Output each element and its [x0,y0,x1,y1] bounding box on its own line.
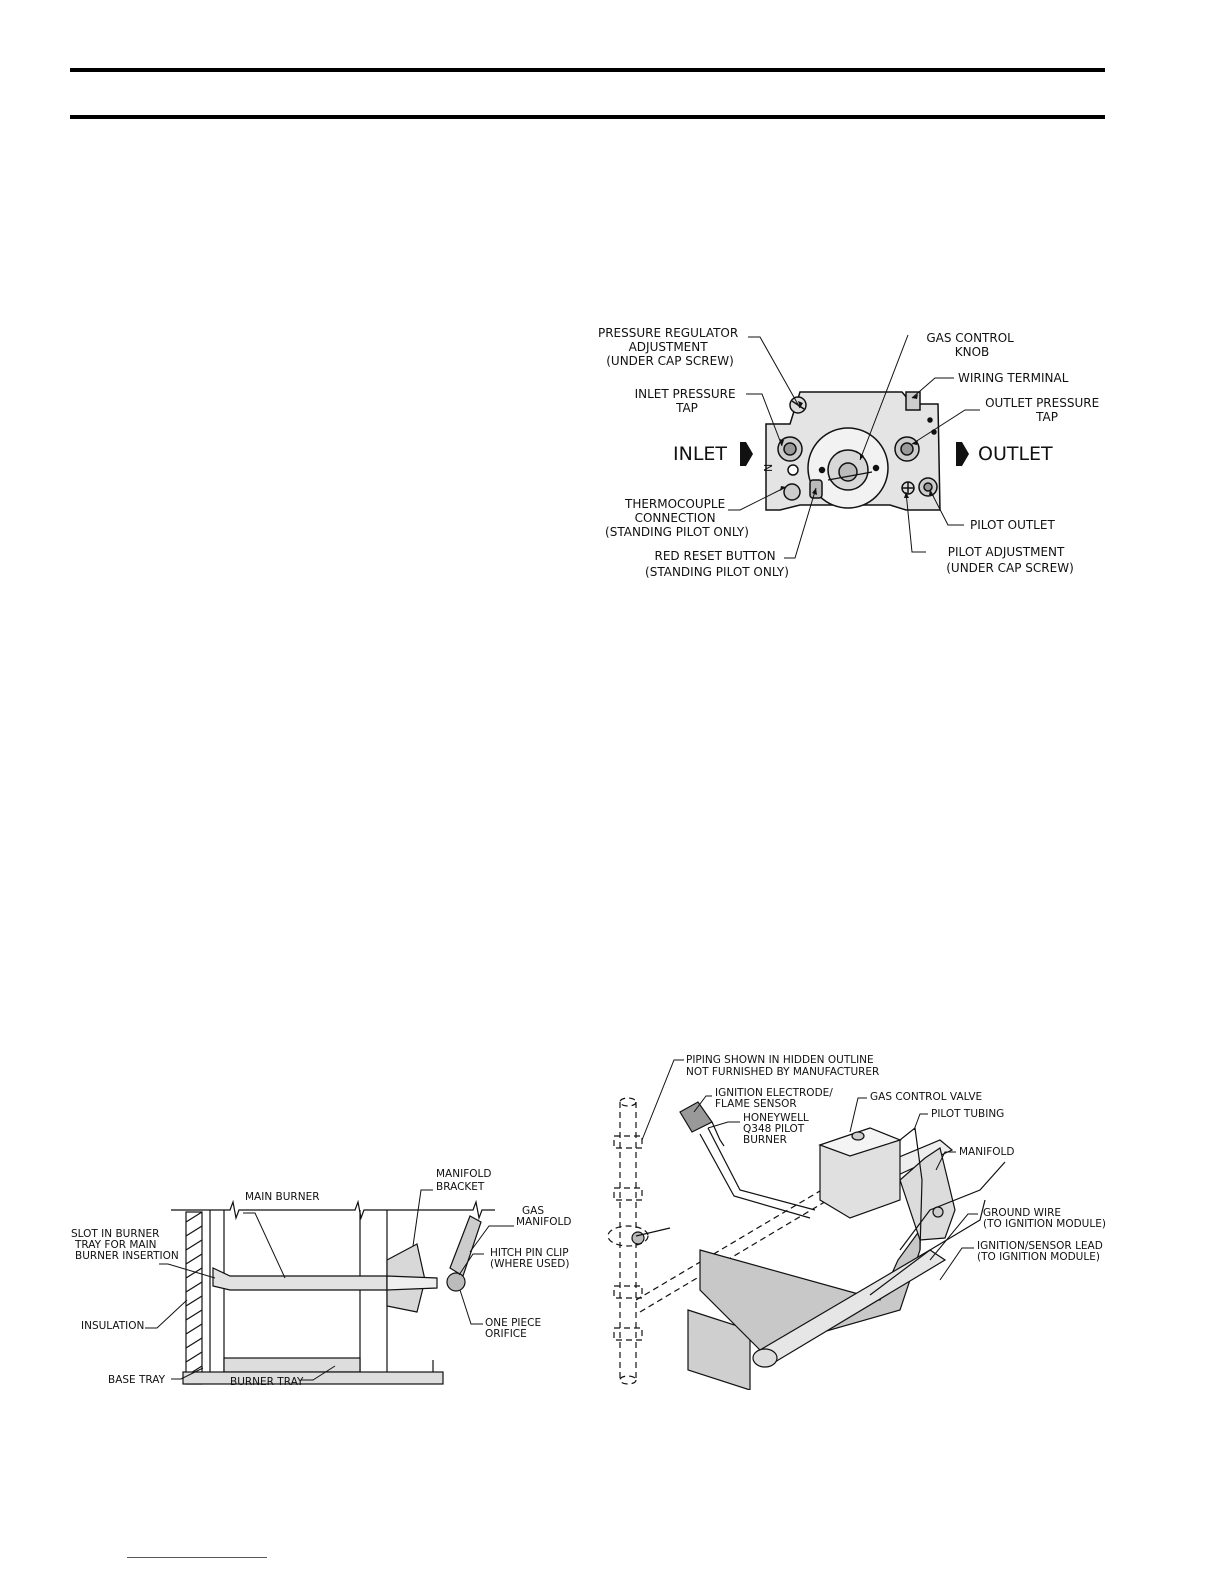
gas-manifold-label: GAS MANIFOLD [516,1205,571,1228]
pressure-regulator-label: PRESSURE REGULATOR ADJUSTMENT (UNDER CAP… [598,326,742,368]
piping-hidden-outline-label: PIPING SHOWN IN HIDDEN OUTLINE NOT FURNI… [686,1054,879,1078]
base-tray-label: BASE TRAY [108,1374,166,1386]
thermocouple-label: THERMOCOUPLE CONNECTION (STANDING PILOT … [605,497,749,539]
outlet-arrow-icon [956,442,969,466]
pilot-adjustment-label: PILOT ADJUSTMENT (UNDER CAP SCREW) [946,545,1074,575]
manifold-label: MANIFOLD [959,1146,1014,1158]
hitch-pin-clip-label: HITCH PIN CLIP (WHERE USED) [490,1247,572,1270]
inlet-pressure-tap-label: INLET PRESSURE TAP [635,387,740,415]
gas-control-valve-figure: N INLET OUTLET PRESSURE REGULATOR ADJUST… [590,320,1110,585]
burner-tray-figure: MANIFOLD BRACKET MAIN BURNER GAS MANIFOL… [65,1160,585,1395]
red-reset-button-label: RED RESET BUTTON (STANDING PILOT ONLY) [645,549,789,579]
slot-in-burner-tray-label: SLOT IN BURNER TRAY FOR MAIN BURNER INSE… [71,1228,179,1262]
honeywell-pilot-burner-label: HONEYWELL Q348 PILOT BURNER [743,1112,812,1146]
burner-leader-lines [145,1189,514,1381]
ignition-sensor-lead-label: IGNITION/SENSOR LEAD (TO IGNITION MODULE… [977,1240,1106,1263]
hidden-outline-piping [607,1097,829,1385]
pilot-assembly-drawing [631,1101,1006,1390]
outlet-label: OUTLET [978,443,1053,465]
outlet-pressure-tap-label: OUTLET PRESSURE TAP [985,396,1103,424]
pilot-outlet-label: PILOT OUTLET [970,518,1055,532]
burner-tray-label: BURNER TRAY [230,1376,304,1388]
leader-lines [728,334,980,559]
pilot-assembly-figure: PIPING SHOWN IN HIDDEN OUTLINE NOT FURNI… [600,1050,1115,1390]
insulation-label: INSULATION [81,1320,144,1332]
wiring-terminal-label: WIRING TERMINAL [958,371,1069,385]
inlet-label: INLET [673,443,727,465]
gas-valve-body [765,391,941,511]
ignition-electrode-label: IGNITION ELECTRODE/ FLAME SENSOR [715,1087,836,1110]
ground-wire-label: GROUND WIRE (TO IGNITION MODULE) [983,1207,1106,1230]
manifold-bracket-label: MANIFOLD BRACKET [436,1168,495,1193]
gas-control-valve-label: GAS CONTROL VALVE [870,1091,982,1103]
inlet-arrow-icon [740,442,753,466]
burner-tray-drawing [171,1199,495,1385]
one-piece-orifice-label: ONE PIECE ORIFICE [485,1317,544,1340]
valve-n-letter: N [762,464,775,472]
main-burner-label: MAIN BURNER [245,1191,320,1203]
gas-control-knob-label: GAS CONTROL KNOB [926,331,1017,359]
footer-link-underline [127,1557,267,1558]
pilot-tubing-label: PILOT TUBING [931,1108,1004,1120]
top-rule [70,68,1105,72]
second-rule [70,115,1105,119]
pilot-leader-lines [641,1059,978,1281]
